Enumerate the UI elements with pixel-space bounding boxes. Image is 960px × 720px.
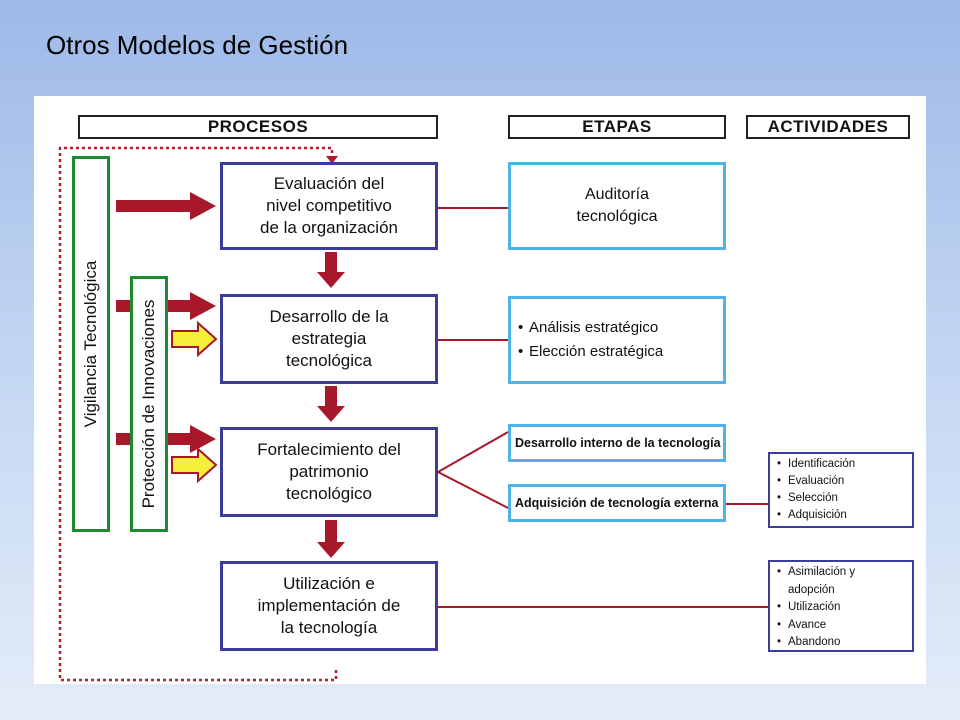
- down-arrow-3: [317, 520, 345, 558]
- process-evaluacion: Evaluación del nivel competitivo de la o…: [220, 162, 438, 250]
- process-utilizacion: Utilización e implementación de la tecno…: [220, 561, 438, 651]
- vigilancia-tecnologica-label: Vigilancia Tecnológica: [81, 260, 100, 428]
- connectors-layer: [58, 146, 768, 682]
- proteccion-innovaciones-label: Protección de Innovaciones: [139, 299, 158, 509]
- actividad-item: Asimilación y adopción: [777, 564, 912, 599]
- etapa-auditoria: Auditoría tecnológica: [508, 162, 726, 250]
- header-etapas: ETAPAS: [508, 115, 726, 139]
- actividades-adquisicion: Identificación Evaluación Selección Adqu…: [768, 452, 914, 528]
- etapa-adquisicion-label: Adquisición de tecnología externa: [515, 495, 719, 510]
- slide-title: Otros Modelos de Gestión: [46, 30, 349, 60]
- process-fortalecimiento-label: Fortalecimiento del patrimonio tecnológi…: [257, 440, 401, 503]
- etapa-desarrollo-interno: Desarrollo interno de la tecnología: [508, 424, 726, 462]
- header-actividades: ACTIVIDADES: [746, 115, 910, 139]
- down-arrow-1: [317, 252, 345, 288]
- etapa-analisis-item: Análisis estratégico: [518, 316, 663, 340]
- feedback-loop-arrowhead: [326, 156, 338, 164]
- actividad-item: Adquisición: [777, 507, 912, 524]
- actividad-item: Identificación: [777, 456, 912, 473]
- header-procesos: PROCESOS: [78, 115, 438, 139]
- process-diagram: PROCESOS ETAPAS ACTIVIDADES Vigilancia T…: [34, 96, 926, 684]
- process-desarrollo: Desarrollo de la estrategia tecnológica: [220, 294, 438, 384]
- down-arrow-2: [317, 386, 345, 422]
- actividades-utilizacion: Asimilación y adopción Utilización Avanc…: [768, 560, 914, 652]
- etapa-desarrollo-interno-label: Desarrollo interno de la tecnología: [515, 435, 721, 450]
- connector-fortalecimiento-interno: [437, 431, 509, 473]
- actividad-item: Avance: [777, 617, 912, 635]
- process-evaluacion-label: Evaluación del nivel competitivo de la o…: [260, 174, 398, 237]
- actividad-item: Evaluación: [777, 473, 912, 490]
- red-arrow-to-evaluacion: [116, 192, 216, 220]
- process-utilizacion-label: Utilización e implementación de la tecno…: [257, 574, 401, 637]
- proteccion-innovaciones-bar: Protección de Innovaciones: [130, 276, 168, 532]
- etapa-eleccion-item: Elección estratégica: [518, 340, 663, 364]
- connector-fortalecimiento-externo: [437, 471, 509, 509]
- etapa-analisis: Análisis estratégico Elección estratégic…: [508, 296, 726, 384]
- vigilancia-tecnologica-bar: Vigilancia Tecnológica: [72, 156, 110, 532]
- process-fortalecimiento: Fortalecimiento del patrimonio tecnológi…: [220, 427, 438, 517]
- etapa-auditoria-label: Auditoría tecnológica: [576, 186, 658, 225]
- feedback-loop-dotted: [58, 146, 338, 682]
- actividad-item: Utilización: [777, 599, 912, 617]
- actividad-item: Selección: [777, 490, 912, 507]
- etapa-adquisicion: Adquisición de tecnología externa: [508, 484, 726, 522]
- yellow-arrow-to-fortalecimiento: [171, 446, 218, 484]
- actividad-item: Abandono: [777, 634, 912, 652]
- process-desarrollo-label: Desarrollo de la estrategia tecnológica: [269, 307, 389, 370]
- yellow-arrow-to-desarrollo: [171, 320, 218, 358]
